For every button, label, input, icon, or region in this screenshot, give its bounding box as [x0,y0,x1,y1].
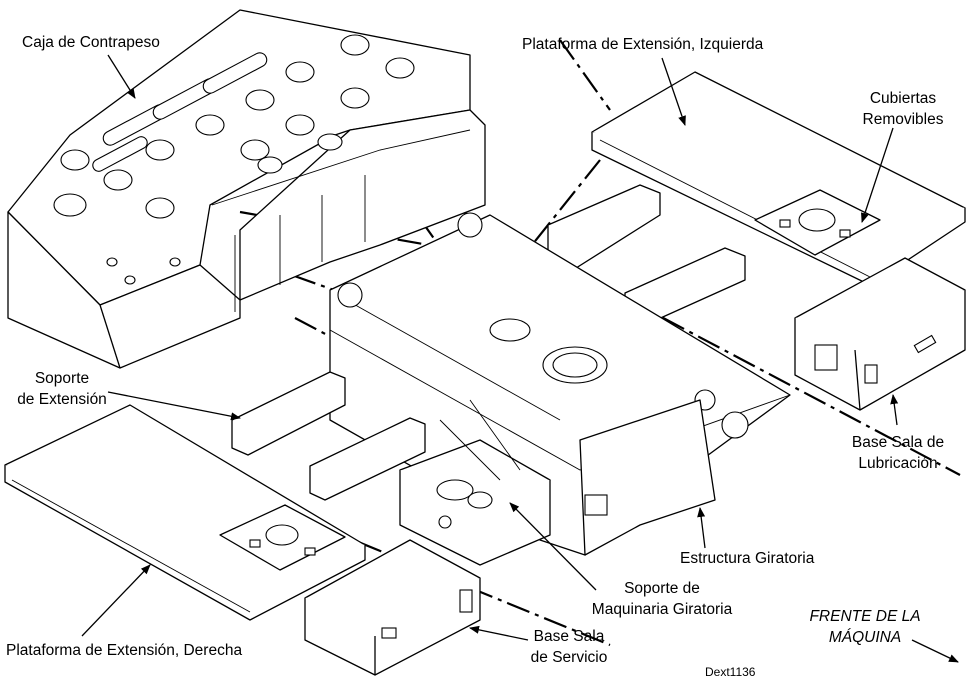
service-room-base-label-line2: de Servicio [530,649,608,666]
drawing-id: Dext1136 [705,665,756,679]
right-extension-platform-label: Plataforma de Extensión, Derecha [6,642,243,659]
extension-support-label-line2: de Extensión [17,391,107,408]
extension-support-label-line1: Soporte [34,370,90,387]
machine-front-label-line2: MÁQUINA [828,629,902,646]
machinery-support-label: Soporte de Maquinaria Giratoria [582,578,742,620]
machine-front-label: FRENTE DE LA MÁQUINA [790,606,940,648]
lube-room-base [794,257,966,411]
lube-room-base-label-line2: Lubricación [858,455,938,472]
extension-supports [231,371,426,501]
removable-covers-label-line1: Cubiertas [869,90,937,107]
right-extension-platform [4,404,366,621]
counterweight-box-label: Caja de Contrapeso [22,34,160,51]
left-extension-platform-label: Plataforma de Extensión, Izquierda [522,36,764,53]
lube-room-base-label: Base Sala de Lubricación [838,432,958,474]
machinery-support-label-line2: Maquinaria Giratoria [591,601,733,618]
removable-covers-label-line2: Removibles [862,111,944,128]
machinery-support-label-line1: Soporte de [624,580,700,597]
service-room-base [304,539,481,676]
lube-room-base-label-line1: Base Sala de [851,434,945,451]
service-room-base-label-line1: Base Sala [533,628,605,645]
leader-lines [81,54,959,663]
machine-front-label-line1: FRENTE DE LA [809,608,921,625]
removable-covers-label: Cubiertas Removibles [848,88,958,130]
service-room-base-label: Base Sala de Servicio [520,626,618,668]
revolving-frame [329,212,791,566]
counterweight-box [7,9,486,369]
extension-support-label: Soporte de Extensión [12,368,112,410]
revolving-frame-label: Estructura Giratoria [680,550,815,567]
